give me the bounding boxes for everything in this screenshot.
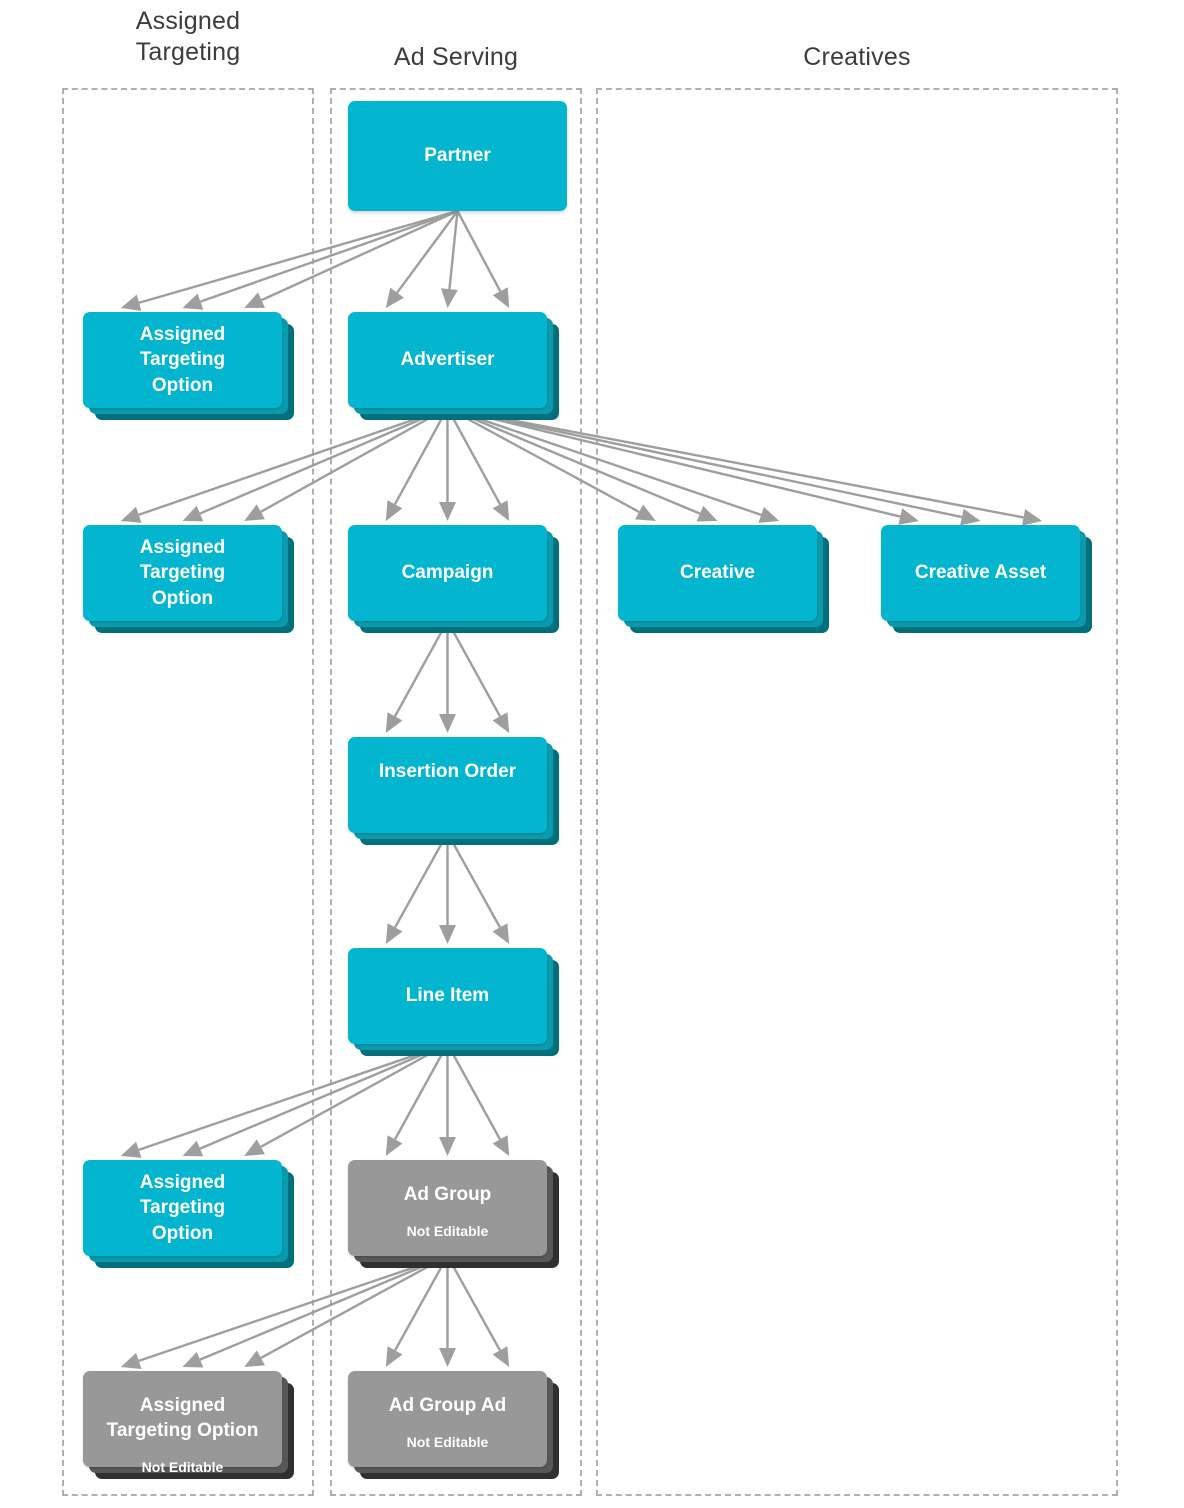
node-creative-asset[interactable]: Creative Asset: [881, 525, 1092, 633]
node-partner-card[interactable]: Partner: [348, 101, 567, 211]
column-header-ad-serving: Ad Serving: [393, 43, 519, 71]
node-advertiser-card[interactable]: Advertiser: [348, 312, 547, 408]
node-creative[interactable]: Creative: [618, 525, 829, 633]
node-ad-group-title: Ad Group: [403, 1184, 492, 1205]
node-line-item-title: Line Item: [405, 985, 490, 1007]
node-assigned-targeting-option-partner[interactable]: Assigned Targeting Option: [83, 312, 294, 420]
node-assigned-targeting-option-partner-card[interactable]: Assigned Targeting Option: [83, 312, 282, 408]
node-assigned-targeting-option-advertiser[interactable]: Assigned Targeting Option: [83, 525, 294, 633]
node-assigned-targeting-option-line-item[interactable]: Assigned Targeting Option: [83, 1160, 294, 1268]
node-advertiser-title: Advertiser: [400, 349, 495, 371]
lane-creatives: [596, 88, 1118, 1496]
lane-ad-serving: [330, 88, 582, 1496]
node-line-item[interactable]: Line Item: [348, 948, 559, 1056]
node-creative-asset-title: Creative Asset: [914, 562, 1047, 584]
node-assigned-targeting-option-advertiser-title: Assigned Targeting Option: [139, 537, 226, 609]
node-assigned-targeting-option-ad-group-subtitle: Not Editable: [141, 1459, 224, 1476]
node-assigned-targeting-option-ad-group-title: Assigned Targeting Option: [106, 1395, 259, 1442]
column-header-assigned-targeting: Assigned Targeting: [135, 7, 241, 66]
node-ad-group-ad-card[interactable]: Ad Group Ad Not Editable: [348, 1371, 547, 1467]
node-partner[interactable]: Partner: [348, 101, 567, 211]
node-campaign[interactable]: Campaign: [348, 525, 559, 633]
node-assigned-targeting-option-line-item-card[interactable]: Assigned Targeting Option: [83, 1160, 282, 1256]
node-creative-title: Creative: [680, 562, 755, 584]
node-advertiser[interactable]: Advertiser: [348, 312, 559, 420]
node-insertion-order-card[interactable]: Insertion Order: [348, 737, 547, 833]
column-header-creatives: Creatives: [803, 43, 911, 71]
lane-assigned-targeting: [62, 88, 314, 1496]
node-line-item-card[interactable]: Line Item: [348, 948, 547, 1044]
node-creative-asset-card[interactable]: Creative Asset: [881, 525, 1080, 621]
node-ad-group-ad[interactable]: Ad Group Ad Not Editable: [348, 1371, 559, 1479]
node-creative-card[interactable]: Creative: [618, 525, 817, 621]
node-ad-group-subtitle: Not Editable: [406, 1223, 489, 1240]
node-campaign-card[interactable]: Campaign: [348, 525, 547, 621]
node-assigned-targeting-option-advertiser-card[interactable]: Assigned Targeting Option: [83, 525, 282, 621]
node-ad-group-ad-subtitle: Not Editable: [406, 1434, 489, 1451]
node-assigned-targeting-option-line-item-title: Assigned Targeting Option: [139, 1172, 226, 1244]
node-campaign-title: Campaign: [401, 562, 494, 584]
node-assigned-targeting-option-partner-title: Assigned Targeting Option: [139, 324, 226, 396]
node-ad-group-ad-title: Ad Group Ad: [388, 1395, 507, 1416]
node-insertion-order[interactable]: Insertion Order: [348, 737, 559, 845]
node-insertion-order-title: Insertion Order: [378, 761, 517, 782]
node-partner-title: Partner: [424, 145, 491, 167]
